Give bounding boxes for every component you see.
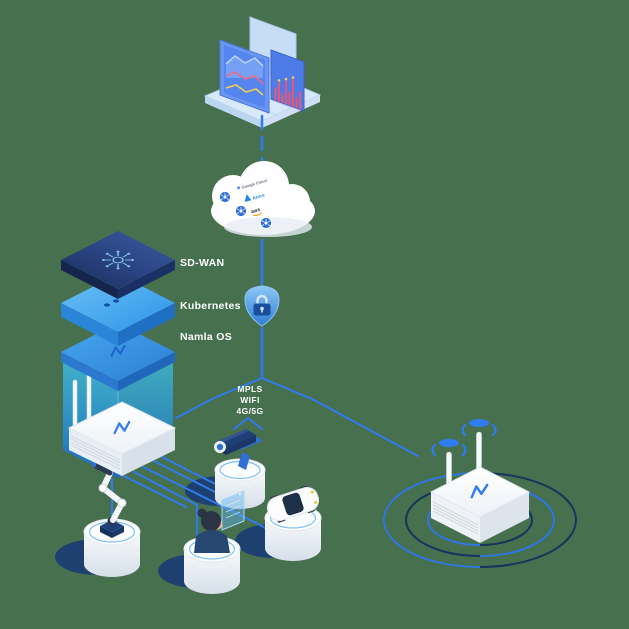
car-roof [282, 492, 304, 516]
kubernetes-wheel-icon [235, 205, 247, 217]
kubernetes-wheel-icons [219, 191, 272, 229]
branch-to-field-router-line [261, 377, 419, 457]
bar-series [274, 79, 301, 110]
kubernetes-wheel-icon [219, 191, 231, 203]
laptop-analytics-illustration [203, 16, 322, 128]
brace-caret-line [233, 417, 263, 430]
public-cloud: Google Cloud Azure aws [211, 161, 315, 237]
ar-operator [194, 490, 245, 553]
namla-logo [113, 420, 131, 435]
robotic-arm [91, 462, 127, 538]
bar-dots [277, 76, 295, 82]
edge-stack: SD-WAN Kubernetes Namla OS [61, 231, 241, 478]
security-shield-lock-icon [244, 285, 280, 327]
yellow-trend-line [225, 84, 264, 96]
aws-label: aws [250, 207, 261, 215]
namla-logo [110, 345, 126, 357]
field-gateway-node [383, 419, 577, 568]
stack-layer-namla-os [61, 323, 175, 391]
azure-icon [244, 194, 252, 203]
autonomous-car [266, 485, 320, 523]
lock-shackle [256, 294, 268, 304]
stack-layer-kubernetes [61, 274, 175, 346]
line-chart-screen [219, 39, 270, 114]
branch-to-edge-stack-line [175, 377, 263, 419]
namla-logo [470, 483, 489, 499]
stack-label-sdwan: SD-WAN [180, 257, 224, 269]
cctv-camera-node [214, 429, 266, 509]
azure-logo: Azure [244, 192, 266, 203]
autonomous-car-node [264, 485, 322, 561]
cctv-camera [214, 429, 262, 470]
torso [194, 530, 230, 553]
gripper [93, 463, 113, 476]
stack-label-kubernetes: Kubernetes [180, 300, 241, 312]
pedestal [84, 532, 140, 577]
antenna-broadcast-icon [461, 419, 497, 437]
edge-gateway-router [67, 401, 177, 476]
label-4g5g: 4G/5G [236, 406, 263, 416]
label-mpls: MPLS [237, 384, 262, 394]
hair [201, 511, 221, 531]
azure-label: Azure [252, 192, 266, 200]
hair-bun [197, 508, 207, 518]
router-vents [70, 435, 121, 470]
kubernetes-wheel-icon [260, 217, 272, 229]
field-gateway-router [429, 466, 531, 543]
label-wifi: WIFI [240, 395, 260, 405]
ar-operator-node [183, 490, 245, 594]
connectivity-label: MPLS WIFI 4G/5G [236, 384, 263, 416]
stack-layer-sdwan [61, 231, 175, 299]
aws-smile-icon [252, 212, 263, 216]
stack-label-namla-os: Namla OS [180, 331, 232, 343]
pedestal [184, 549, 240, 594]
google-cloud-icon [237, 186, 240, 190]
aws-logo: aws [250, 207, 263, 216]
antenna-broadcast-icon [431, 439, 467, 457]
robotic-arm-node [83, 462, 141, 577]
blue-trend-line [225, 54, 264, 67]
mesh-network-icon [102, 250, 134, 270]
local-antennas [72, 373, 92, 437]
bar-chart-screen [270, 49, 305, 112]
red-trend-line [225, 71, 264, 85]
router-vents [432, 501, 479, 535]
pedestal [265, 518, 321, 561]
